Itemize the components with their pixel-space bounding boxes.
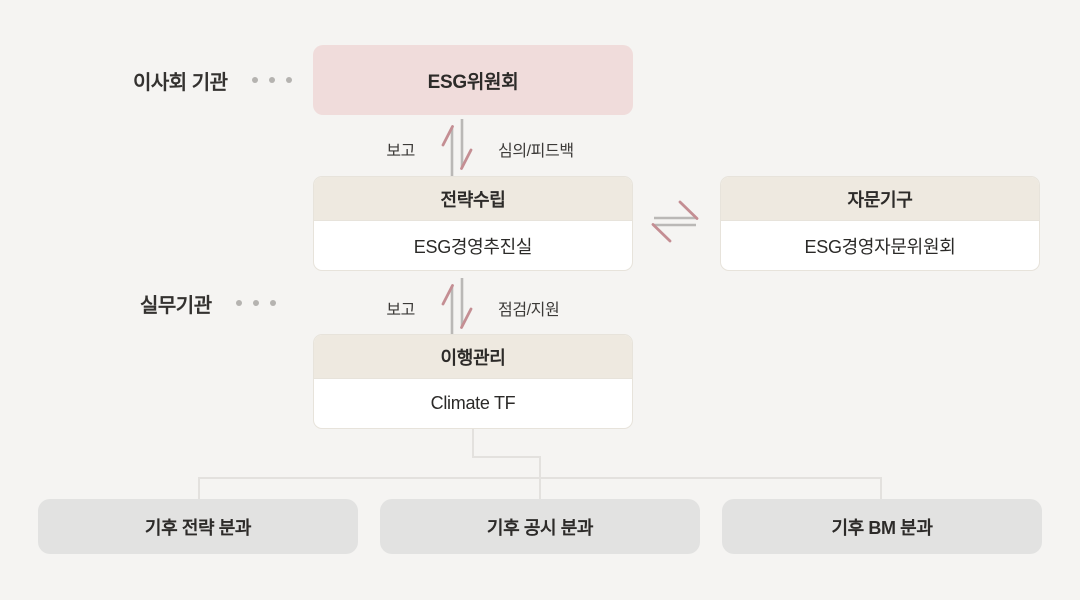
node-implementation-header: 이행관리 bbox=[314, 335, 632, 379]
dot-icon bbox=[235, 300, 242, 306]
node-advisory: 자문기구 ESG경영자문위원회 bbox=[720, 176, 1040, 271]
node-sub-climate-bm: 기후 BM 분과 bbox=[722, 499, 1042, 554]
dot-icon bbox=[268, 77, 275, 83]
flow1-left-label: 보고 bbox=[386, 143, 415, 160]
up-down-arrows-icon bbox=[441, 119, 473, 176]
node-strategy-header: 전략수립 bbox=[314, 177, 632, 221]
node-esg-committee: ESG위원회 bbox=[313, 45, 633, 115]
node-advisory-header: 자문기구 bbox=[721, 177, 1039, 221]
working-row-label-group: 실무기관 bbox=[140, 291, 276, 317]
flow2-right-label: 점검/지원 bbox=[498, 302, 560, 319]
node-implementation-body: Climate TF bbox=[430, 393, 516, 413]
board-row-label-group: 이사회 기관 bbox=[133, 68, 292, 94]
dot-icon bbox=[285, 77, 292, 83]
node-sub-climate-strategy: 기후 전략 분과 bbox=[38, 499, 358, 554]
connector-vertical-from-implementation bbox=[472, 429, 474, 458]
dot-icon bbox=[269, 300, 276, 306]
left-right-arrows-icon bbox=[651, 200, 699, 243]
connector-jog-horizontal bbox=[472, 456, 541, 458]
flow1-right-label: 심의/피드백 bbox=[498, 143, 574, 160]
node-strategy-body: ESG경영추진실 bbox=[413, 236, 533, 257]
dot-icon bbox=[251, 77, 258, 83]
working-row-label: 실무기관 bbox=[140, 294, 212, 317]
node-implementation: 이행관리 Climate TF bbox=[313, 334, 633, 429]
node-sub-climate-disclosure-label: 기후 공시 분과 bbox=[486, 517, 594, 538]
ellipsis-dots-icon bbox=[251, 77, 292, 83]
node-sub-climate-disclosure: 기후 공시 분과 bbox=[380, 499, 700, 554]
node-strategy: 전략수립 ESG경영추진실 bbox=[313, 176, 633, 271]
connector-vertical-left bbox=[198, 477, 200, 500]
node-sub-climate-strategy-label: 기후 전략 분과 bbox=[144, 517, 252, 538]
board-row-label: 이사회 기관 bbox=[133, 71, 228, 94]
node-advisory-body: ESG경영자문위원회 bbox=[804, 236, 956, 257]
connector-vertical-right bbox=[880, 477, 882, 500]
node-sub-climate-bm-label: 기후 BM 분과 bbox=[831, 517, 933, 538]
connector-horizontal-span bbox=[198, 477, 882, 479]
node-esg-committee-label: ESG위원회 bbox=[427, 71, 519, 93]
dot-icon bbox=[252, 300, 259, 306]
flow2-left-label: 보고 bbox=[386, 302, 415, 319]
ellipsis-dots-icon bbox=[235, 300, 276, 306]
up-down-arrows-icon bbox=[441, 278, 473, 335]
